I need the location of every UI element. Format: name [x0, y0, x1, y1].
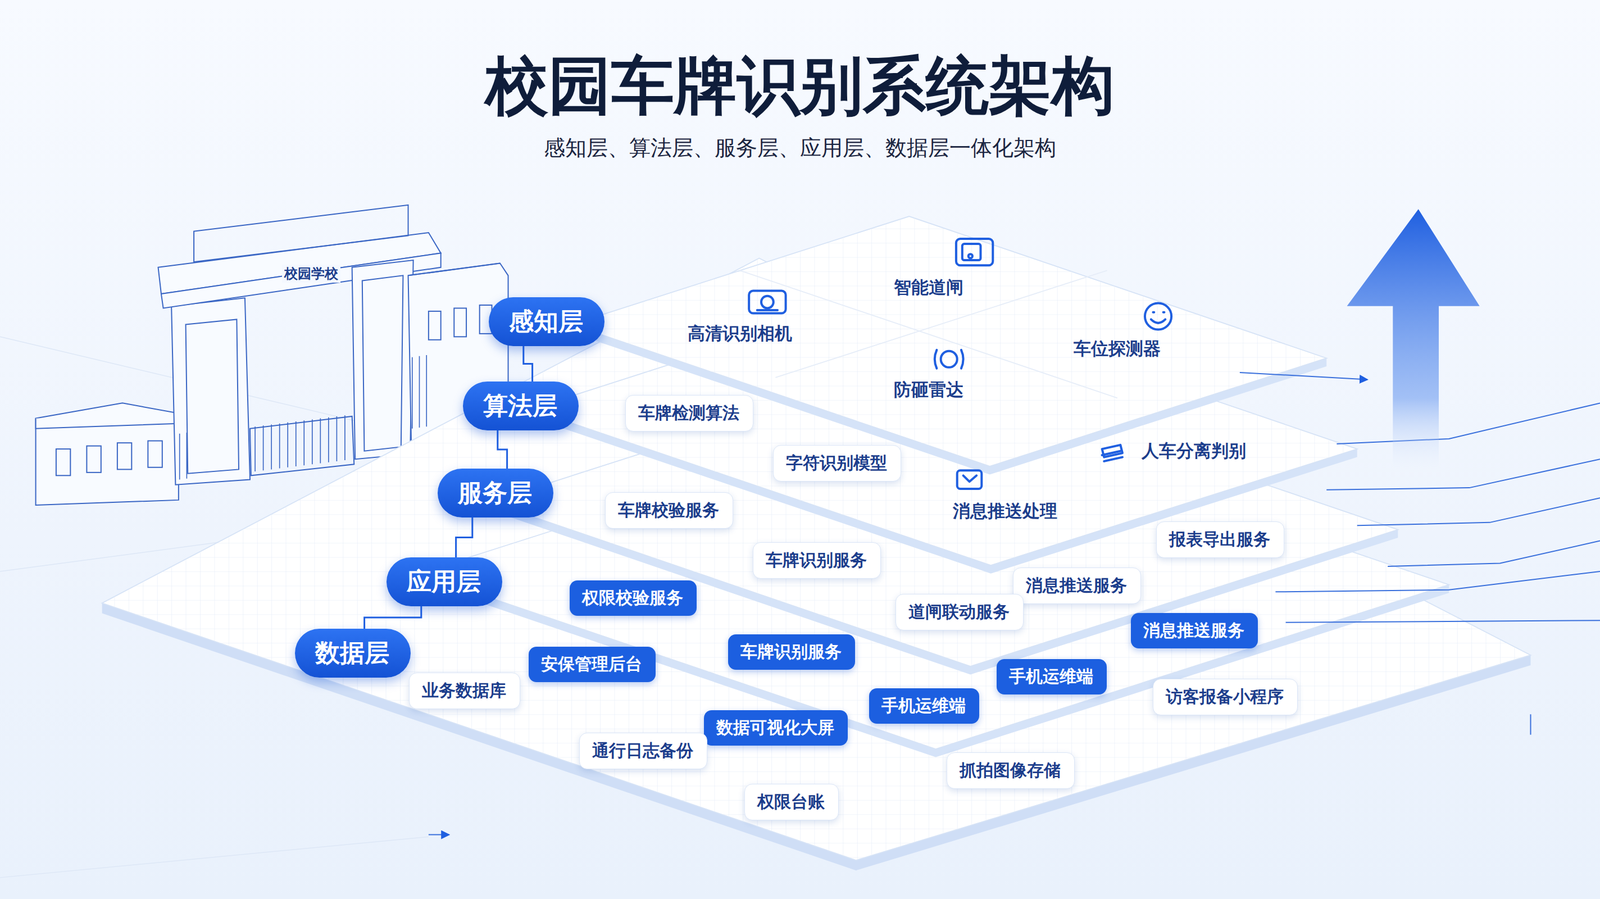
node-text: 感知层 — [508, 305, 585, 339]
node-text: 业务数据库 — [421, 679, 508, 703]
layer-connector — [523, 346, 533, 382]
node-text: 车牌识别服务 — [765, 548, 868, 572]
node-text: 消息推送处理 — [952, 499, 1059, 524]
service-pill: 抓拍图像存储 — [946, 752, 1075, 789]
app-pill: 手机运维端 — [996, 658, 1107, 695]
app-pill: 安保管理后台 — [528, 646, 656, 683]
service-pill: 通行日志备份 — [579, 732, 708, 770]
service-pill: 消息推送服务 — [1012, 567, 1142, 604]
node-text: 安保管理后台 — [541, 652, 644, 676]
service-pill: 报表导出服务 — [1156, 521, 1285, 558]
service-pill: 访客报备小程序 — [1152, 678, 1298, 716]
app-pill: 消息推送服务 — [1130, 612, 1258, 649]
app-pill: 车牌识别服务 — [728, 634, 856, 670]
node-text: 权限台账 — [757, 790, 826, 814]
node-text: 防砸雷达 — [893, 378, 965, 402]
node-text: 算法层 — [483, 389, 559, 423]
node-text: 手机运维端 — [881, 694, 967, 718]
layer-connector — [497, 430, 508, 469]
node-text: 权限校验服务 — [582, 586, 685, 610]
node-text: 消息推送服务 — [1025, 574, 1129, 598]
node-text: 消息推送服务 — [1143, 619, 1246, 643]
node-text: 报表导出服务 — [1169, 528, 1272, 552]
service-pill: 车牌校验服务 — [605, 492, 734, 529]
service-pill: 业务数据库 — [408, 672, 521, 709]
diagram-caption: 感知层、算法层、服务层、应用层、数据层一体化架构 — [0, 133, 1600, 163]
node-text: 车牌检测算法 — [638, 401, 741, 425]
gate-sign-text: 校园学校 — [282, 264, 341, 283]
node-text: 车位探测器 — [1073, 337, 1162, 361]
device-icons — [748, 238, 1172, 489]
service-pill: 车牌检测算法 — [625, 394, 754, 432]
layer-connector — [456, 517, 473, 558]
device-label: 消息推送处理 — [948, 497, 1063, 526]
app-pill: 手机运维端 — [869, 688, 980, 724]
app-pill: 数据可视化大屏 — [703, 710, 848, 746]
node-text: 应用层 — [406, 565, 483, 599]
service-pill: 车牌识别服务 — [752, 542, 881, 579]
node-text: 高清识别相机 — [687, 321, 794, 346]
device-label: 智能道闸 — [889, 273, 970, 302]
layer-pill: 感知层 — [488, 297, 605, 347]
device-label: 人车分离判别 — [1137, 437, 1252, 466]
node-text: 车牌校验服务 — [617, 498, 721, 522]
node-text: 智能道闸 — [893, 275, 965, 300]
upward-arrow — [1347, 208, 1480, 480]
service-pill: 字符识别模型 — [773, 444, 902, 482]
diagram-title: 校园车牌识别系统架构 — [0, 43, 1600, 129]
layer-connector — [364, 606, 422, 629]
layer-pill: 数据层 — [294, 628, 411, 678]
node-text: 通行日志备份 — [592, 739, 695, 763]
node-text: 手机运维端 — [1008, 665, 1095, 689]
node-text: 车牌识别服务 — [740, 640, 843, 664]
node-text: 字符识别模型 — [785, 451, 889, 475]
node-text: 抓拍图像存储 — [959, 758, 1062, 783]
node-text: 数据可视化大屏 — [716, 716, 836, 740]
app-pill: 权限校验服务 — [569, 580, 697, 616]
layer-pill: 服务层 — [437, 468, 554, 518]
layer-pill: 算法层 — [462, 381, 579, 431]
node-text: 服务层 — [457, 476, 534, 510]
device-label: 防砸雷达 — [889, 375, 970, 404]
device-label: 高清识别相机 — [683, 319, 798, 348]
node-text: 数据层 — [315, 636, 391, 670]
node-text: 访客报备小程序 — [1165, 685, 1285, 709]
node-text: 人车分离判别 — [1141, 439, 1248, 463]
service-pill: 道闸联动服务 — [895, 593, 1024, 631]
layer-pill: 应用层 — [386, 557, 503, 607]
device-label: 车位探测器 — [1069, 334, 1167, 363]
node-text: 道闸联动服务 — [908, 600, 1011, 624]
service-pill: 权限台账 — [744, 783, 839, 821]
layer-slabs — [102, 216, 1531, 871]
